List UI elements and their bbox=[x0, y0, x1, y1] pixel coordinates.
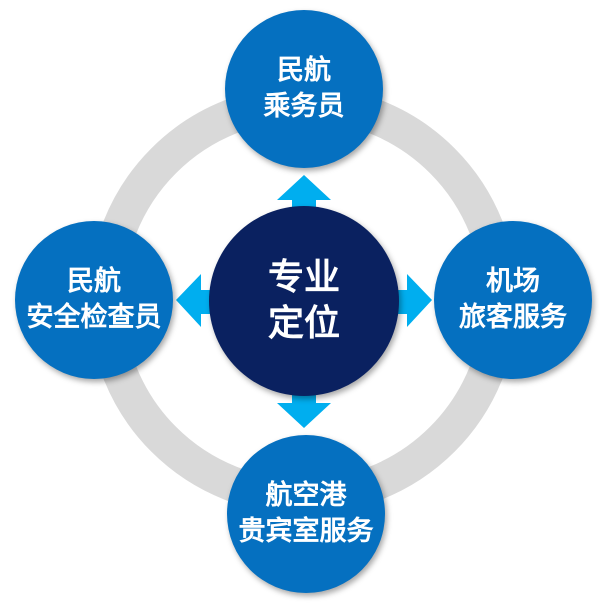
arrow-down-icon bbox=[277, 392, 331, 428]
arrow-up-icon bbox=[277, 175, 331, 212]
node-flight-attendant: 民航 乘务员 bbox=[225, 10, 383, 168]
node-airport-passenger-service: 机场 旅客服务 bbox=[434, 221, 592, 379]
node-label-line: 机场 bbox=[486, 266, 540, 297]
arrow-left-icon bbox=[176, 274, 214, 327]
node-label-line: 航空港 bbox=[265, 480, 347, 511]
node-label-line: 民航 bbox=[277, 55, 331, 86]
node-vip-lounge-service: 航空港 贵宾室服务 bbox=[227, 435, 385, 593]
node-security-inspector: 民航 安全检查员 bbox=[15, 221, 173, 379]
node-label-line: 安全检查员 bbox=[26, 302, 162, 333]
center-label-line: 专业 bbox=[267, 257, 340, 298]
node-label-line: 贵宾室服务 bbox=[238, 516, 374, 547]
arrow-right-icon bbox=[394, 274, 432, 327]
node-label-line: 民航 bbox=[67, 266, 121, 297]
center-professional-positioning: 专业 定位 bbox=[209, 206, 399, 396]
center-label-line: 定位 bbox=[267, 303, 340, 344]
node-label-line: 旅客服务 bbox=[459, 302, 567, 333]
node-label-line: 乘务员 bbox=[263, 91, 345, 122]
